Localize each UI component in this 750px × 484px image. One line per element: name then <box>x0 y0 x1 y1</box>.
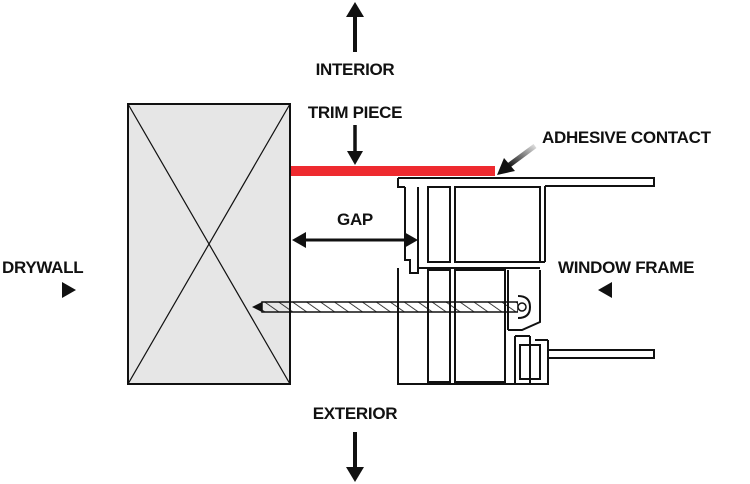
screw <box>252 295 532 319</box>
label-adhesive-contact: ADHESIVE CONTACT <box>542 128 712 147</box>
arrow-down-icon <box>347 125 363 165</box>
label-interior: INTERIOR <box>316 60 395 79</box>
label-window-frame: WINDOW FRAME <box>558 258 694 277</box>
arrow-down-icon <box>346 432 364 482</box>
window-frame-profile <box>397 177 655 385</box>
drywall-block <box>127 103 291 385</box>
arrow-left-icon <box>598 282 652 298</box>
label-trim-piece: TRIM PIECE <box>308 103 402 122</box>
label-drywall: DRYWALL <box>2 258 83 277</box>
label-gap: GAP <box>337 210 373 229</box>
arrow-right-icon <box>24 282 76 298</box>
arrow-up-icon <box>346 2 364 52</box>
double-arrow-icon <box>292 232 418 248</box>
arrow-diagonal-icon <box>497 143 537 175</box>
label-exterior: EXTERIOR <box>313 404 398 423</box>
trim-piece <box>291 166 495 176</box>
